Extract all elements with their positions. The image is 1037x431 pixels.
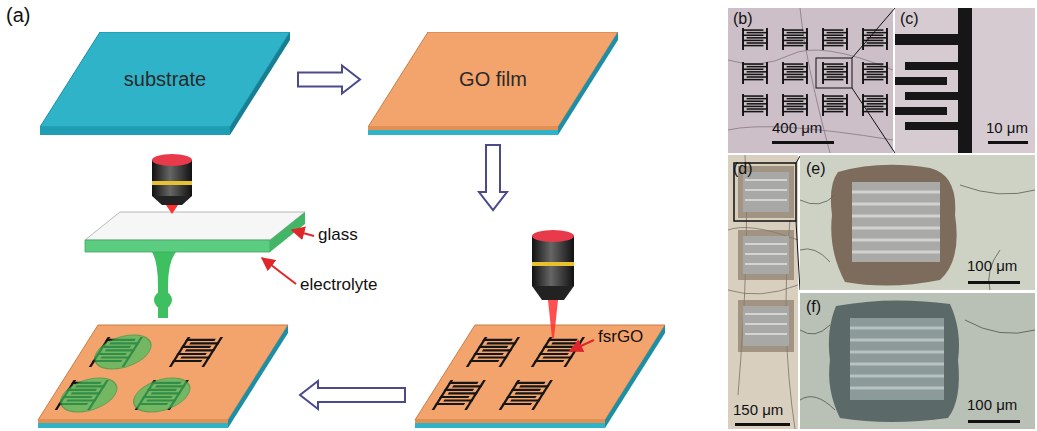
- micrograph-e: [800, 155, 1035, 290]
- scale-bar-label: 100 μm: [967, 397, 1017, 414]
- process-arrow: [300, 381, 405, 409]
- electrolyte-droplet: [152, 252, 176, 318]
- microscope-objective: [532, 230, 574, 338]
- scale-bar-label: 150 μm: [733, 402, 783, 419]
- scale-bar-label: 400 μm: [772, 120, 822, 137]
- panel-letter: (e): [806, 160, 826, 178]
- micrograph-b: [728, 8, 895, 153]
- panel-letter: (a): [6, 4, 30, 26]
- fsrgo-plate: [415, 325, 665, 428]
- scale-bar-label: 100 μm: [967, 258, 1017, 275]
- panel-letter: (d): [733, 160, 753, 178]
- callout-label: electrolyte: [300, 276, 377, 295]
- device-plate: [38, 325, 288, 428]
- process-arrow: [479, 145, 507, 210]
- micrograph-f: [800, 293, 1035, 429]
- plate-node: substrate: [40, 32, 290, 135]
- microscope-objective: [152, 154, 192, 214]
- scale-bar-label: 10 μm: [986, 120, 1028, 137]
- callout-label: glass: [318, 226, 358, 245]
- plate-label: substrate: [124, 68, 206, 91]
- micrograph-d: [728, 155, 800, 429]
- panel-letter: (c): [900, 10, 919, 28]
- process-arrow: [298, 66, 360, 94]
- panel-letter: (f): [806, 298, 821, 316]
- micrograph-c: [895, 8, 1035, 153]
- leader-line: [262, 258, 296, 284]
- leader-line: [292, 230, 314, 236]
- callout-label: fsrGO: [598, 328, 643, 347]
- glass-slide: [85, 212, 305, 252]
- plate-label: GO film: [459, 68, 527, 91]
- plate-node: GO film: [368, 32, 618, 135]
- leader-line: [570, 340, 594, 351]
- panel-letter: (b): [733, 10, 753, 28]
